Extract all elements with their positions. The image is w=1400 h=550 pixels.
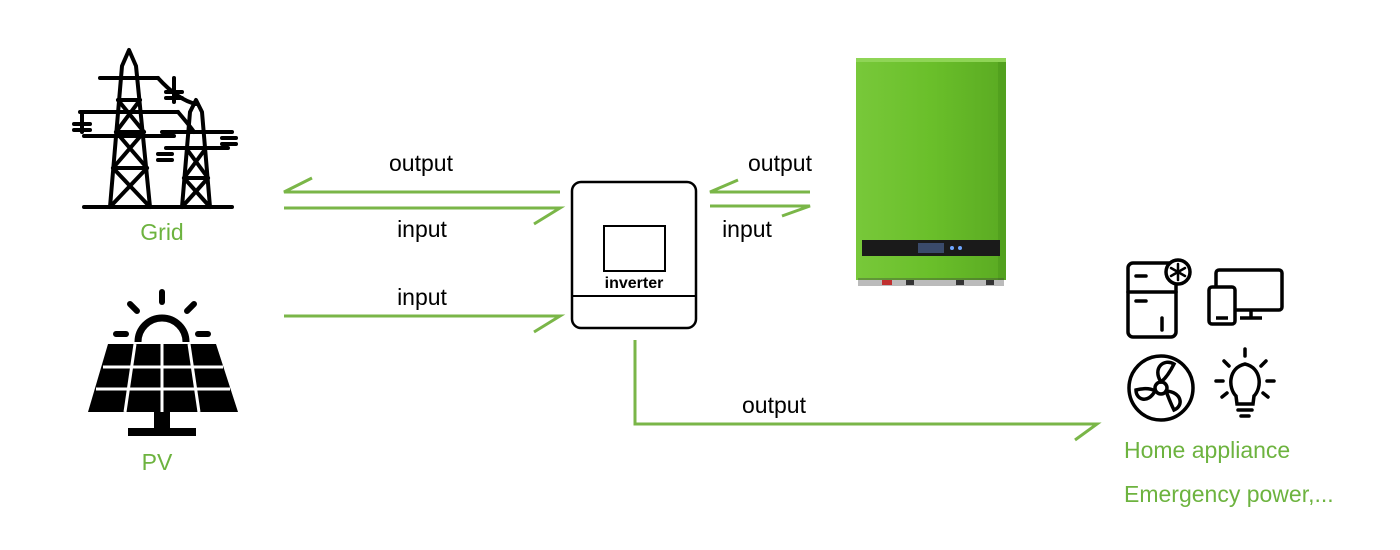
battery-input-label: input <box>722 216 772 242</box>
devices-icon <box>1207 268 1284 326</box>
power-pylon-icon <box>72 48 238 209</box>
grid-label: Grid <box>140 219 183 245</box>
load-output-label: output <box>742 392 807 418</box>
grid-output-arrow <box>283 176 560 194</box>
battery-output-arrow <box>709 178 810 194</box>
pv-label: PV <box>142 449 173 475</box>
grid-input-label: input <box>397 216 447 242</box>
solar-panel-icon <box>88 289 238 436</box>
load-output-arrow <box>633 340 1102 442</box>
grid-input-arrow <box>284 206 566 226</box>
inverter-icon <box>570 180 698 330</box>
inverter-label: inverter <box>605 275 664 292</box>
pv-input-arrow <box>284 314 566 334</box>
emergency-power-label: Emergency power,... <box>1124 481 1334 507</box>
light-bulb-icon <box>1214 347 1276 418</box>
refrigerator-icon <box>1126 258 1192 339</box>
pv-input-label: input <box>397 284 447 310</box>
battery-output-label: output <box>748 150 813 176</box>
battery-storage-unit <box>856 58 1006 286</box>
grid-output-label: output <box>389 150 454 176</box>
fan-icon <box>1127 354 1195 422</box>
battery-input-arrow <box>710 204 811 218</box>
home-appliance-label: Home appliance <box>1124 437 1290 463</box>
